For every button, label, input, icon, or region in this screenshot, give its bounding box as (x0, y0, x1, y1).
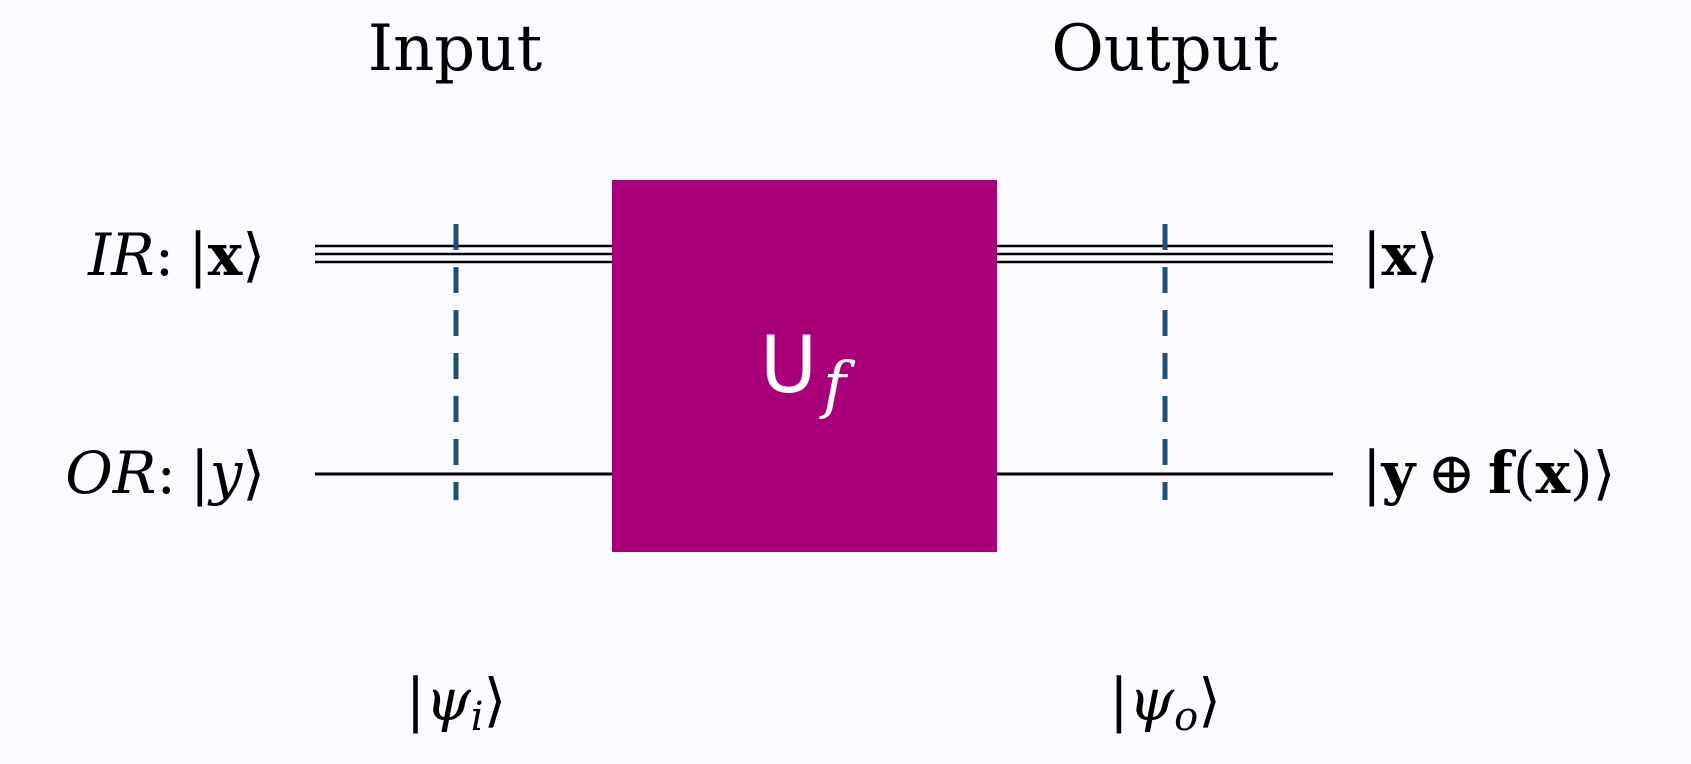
ir-ket-left: | (188, 221, 208, 289)
psi-i-greek: ψ (425, 666, 471, 734)
ir-output-state: x (1382, 221, 1417, 289)
or-input-label: OR:|y⟩ (65, 439, 265, 507)
uf-gate (612, 180, 997, 552)
or-out-ket-left: | (1362, 439, 1382, 507)
or-out-f: f (1488, 439, 1517, 507)
psi-o-ket-left: | (1109, 666, 1129, 734)
or-colon: : (156, 439, 176, 507)
ir-wire-left (315, 244, 612, 264)
or-output-label: |y⊕f(x)⟩ (1362, 439, 1615, 507)
ir-colon: : (155, 221, 175, 289)
psi-o-sub: o (1174, 694, 1198, 740)
ir-out-ket-right: ⟩ (1416, 221, 1439, 289)
ir-out-ket-left: | (1362, 221, 1382, 289)
psi-o-greek: ψ (1129, 666, 1175, 734)
or-ket-left: | (190, 439, 210, 507)
ir-register-name: IR (87, 221, 155, 289)
or-out-y: y (1381, 439, 1418, 507)
psi-i-sub: i (471, 694, 484, 740)
psi-i-ket-left: | (406, 666, 426, 734)
or-out-x: x (1535, 439, 1570, 507)
or-input-state: y (207, 439, 244, 507)
psi-o-ket-right: ⟩ (1198, 666, 1221, 734)
or-out-ket-right: ⟩ (1593, 439, 1616, 507)
or-register-name: OR (65, 439, 156, 507)
psi-o-label: |ψo⟩ (1109, 666, 1221, 740)
input-header: Input (368, 12, 543, 86)
ir-output-label: |x⟩ (1362, 221, 1439, 289)
output-header: Output (1051, 12, 1279, 86)
psi-i-ket-right: ⟩ (484, 666, 507, 734)
xor-operator: ⊕ (1427, 439, 1476, 507)
ir-input-label: IR:|x⟩ (87, 221, 265, 289)
gate-symbol: U (760, 321, 817, 411)
ir-input-state: x (208, 221, 243, 289)
psi-i-label: |ψi⟩ (406, 666, 506, 740)
ir-ket-right: ⟩ (242, 221, 265, 289)
or-ket-right: ⟩ (242, 439, 265, 507)
